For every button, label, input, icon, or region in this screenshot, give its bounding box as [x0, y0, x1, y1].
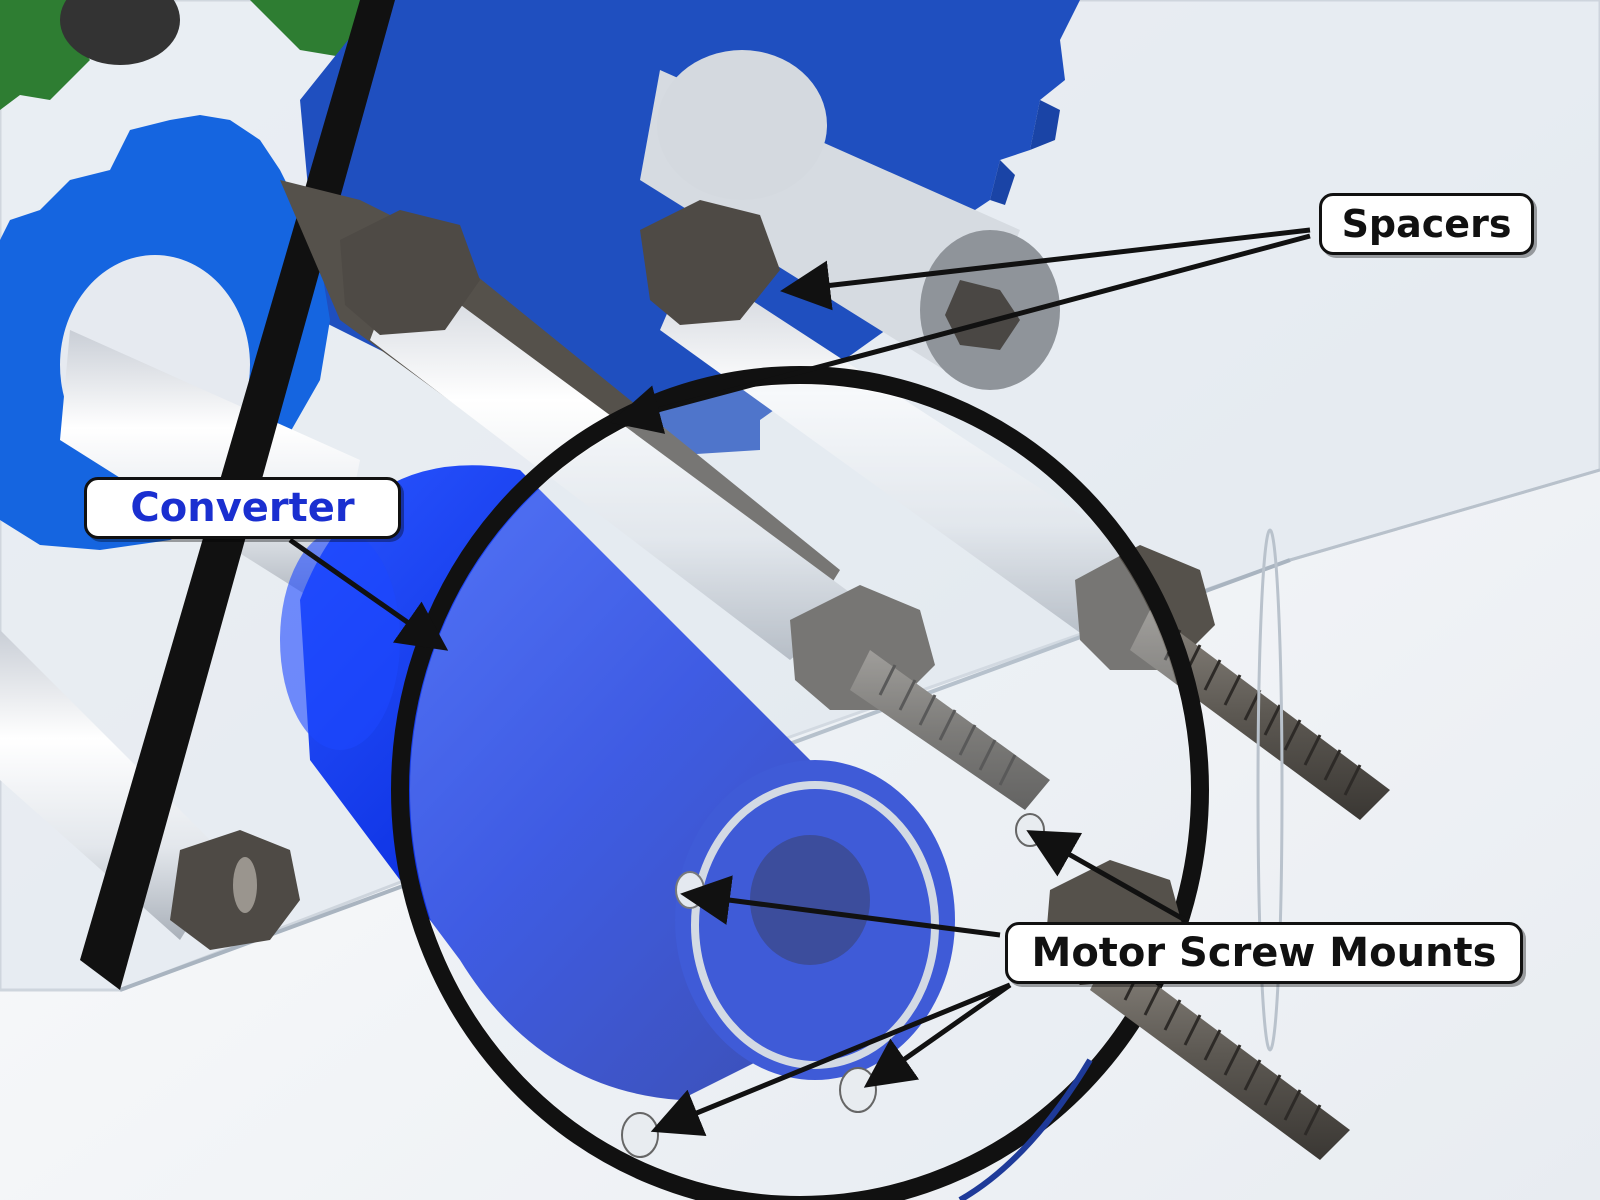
plate-edge-right — [1289, 468, 1600, 562]
lower-left-spacer — [0, 630, 300, 950]
arrow-spacers-1 — [780, 227, 1311, 311]
callout-arrows — [288, 227, 1311, 1137]
arrow-mounts-1 — [680, 875, 1001, 938]
small-blue-gear — [0, 115, 360, 610]
motor-screw-mounts-label: Motor Screw Mounts — [1005, 922, 1523, 984]
arrow-spacers-2 — [610, 233, 1311, 434]
converter-label: Converter — [84, 477, 401, 539]
center-spacer — [280, 180, 1050, 810]
spacers-label: Spacers — [1319, 193, 1534, 255]
right-spacer — [640, 200, 1390, 820]
arrow-converter — [288, 537, 449, 651]
arrow-mounts-2 — [1026, 830, 1187, 923]
arrow-mounts-4 — [863, 982, 1012, 1088]
arrow-mounts-3 — [650, 982, 1011, 1137]
